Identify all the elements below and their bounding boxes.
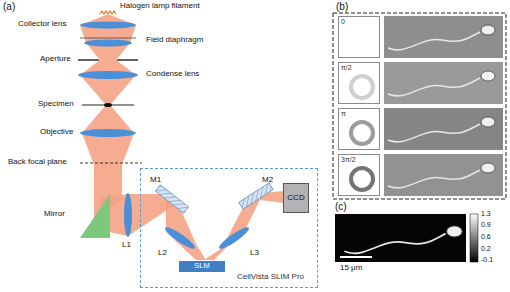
- condenser-lens: [78, 71, 138, 79]
- part-label: Objective: [40, 128, 73, 137]
- lens-l1: [124, 193, 132, 237]
- part-label: Collector lens: [18, 20, 66, 29]
- part-label: M1: [150, 176, 161, 185]
- lamp-filament: [100, 11, 116, 14]
- light-beam: [80, 15, 136, 222]
- sperm-cell: [388, 163, 495, 188]
- phase-ring: [351, 122, 373, 144]
- part-label: Mirror: [44, 210, 65, 219]
- part-label: Aperture: [40, 55, 71, 64]
- specimen: [104, 103, 112, 107]
- mirror-prism: [80, 194, 110, 238]
- part-label: (b): [336, 1, 348, 12]
- instrument-region: CellVista SLIM Pro CCD SLM: [140, 168, 318, 288]
- lens-l3: [217, 224, 251, 251]
- part-label: Specimen: [38, 100, 74, 109]
- slm-panel: SLM: [179, 261, 225, 272]
- objective-lens: [80, 129, 136, 137]
- phase-ring: [351, 76, 373, 98]
- part-label: Halogen lamp filament: [120, 2, 200, 11]
- part-label: Field diaphragm: [146, 36, 203, 45]
- node-label: SLM: [194, 262, 209, 270]
- part-label: 0.2: [481, 245, 491, 253]
- node-label: π/2: [341, 64, 352, 72]
- mirror-m2: [239, 183, 274, 209]
- mirror-m1: [155, 185, 188, 213]
- part-label: 1.3: [481, 210, 491, 218]
- phase-mask: π/2: [338, 62, 380, 104]
- lens-l2: [163, 224, 197, 251]
- node-label: 3π/2: [341, 156, 356, 164]
- node-label: 0: [341, 18, 345, 26]
- color-bar: [470, 214, 478, 262]
- panel-frame: [333, 13, 506, 199]
- part-label: L1: [122, 241, 131, 250]
- phase-mask: π: [338, 108, 380, 150]
- part-label: 0.9: [481, 221, 491, 229]
- sperm-cell: [344, 226, 462, 253]
- phase-ring: [351, 168, 373, 190]
- part-label: (c): [335, 201, 347, 212]
- mirror-m1: [155, 185, 188, 213]
- phase-mask: 3π/2: [338, 154, 380, 196]
- region-heading: CellVista SLIM Pro: [237, 273, 304, 282]
- node-label: π: [341, 110, 346, 118]
- collector-lens: [80, 22, 136, 29]
- scale-bar: [340, 256, 372, 258]
- part-label: L2: [158, 249, 167, 258]
- part-label: -0.1: [481, 256, 493, 264]
- slim-image: [335, 214, 466, 262]
- part-label: 15 μm: [340, 264, 362, 273]
- phase-image: [384, 16, 503, 58]
- phase-image: [384, 108, 503, 150]
- phase-image: [384, 62, 503, 104]
- back-focal-plane: [80, 163, 142, 164]
- phase-image: [384, 154, 503, 196]
- part-label: Condense lens: [146, 70, 199, 79]
- part-label: M2: [262, 176, 273, 185]
- aperture-stop: [78, 59, 99, 60]
- sperm-cell: [388, 25, 495, 50]
- phase-ring: [351, 30, 373, 52]
- part-label: Back focal plane: [8, 158, 67, 167]
- field-lens: [84, 40, 132, 47]
- ccd-camera: CCD: [283, 183, 309, 213]
- aperture-stop: [117, 59, 138, 60]
- part-label: L3: [250, 249, 259, 258]
- phase-mask: 0: [338, 16, 380, 58]
- sperm-cell: [388, 117, 495, 142]
- mirror-m2: [239, 183, 274, 209]
- sperm-cell: [388, 71, 495, 96]
- part-label: 0.6: [481, 233, 491, 241]
- field-diaphragm: [80, 38, 136, 39]
- part-label: (a): [3, 1, 15, 12]
- node-label: CCD: [287, 194, 304, 203]
